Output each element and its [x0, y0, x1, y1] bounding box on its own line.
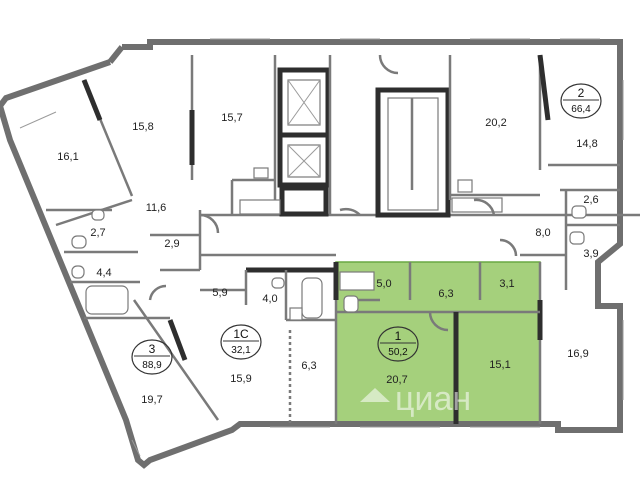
room-area-15-9: 15,9	[230, 373, 251, 385]
watermark: циан	[360, 380, 471, 418]
room-area-16-1: 16,1	[57, 151, 78, 163]
room-area-6-3-apt1: 6,3	[438, 288, 453, 300]
room-area-5-9: 5,9	[212, 287, 227, 299]
room-area-2-7: 2,7	[90, 227, 105, 239]
room-area-16-9: 16,9	[567, 348, 588, 360]
room-area-8-0: 8,0	[535, 227, 550, 239]
apartment-number-3: 3	[149, 342, 156, 356]
apartment-number-2: 2	[578, 86, 585, 100]
apartment-number-1: 1	[395, 329, 402, 343]
room-area-20-2: 20,2	[485, 117, 506, 129]
outer-walls	[0, 39, 623, 469]
room-area-2-6: 2,6	[583, 194, 598, 206]
room-labels: 16,1 15,8 15,7 20,2 14,8 11,6 2,7 4,4 2,…	[57, 112, 598, 406]
room-area-11-6: 11,6	[146, 202, 167, 214]
apartment-number-1c: 1С	[233, 327, 249, 341]
room-area-4-0: 4,0	[262, 293, 277, 305]
fixtures	[71, 167, 587, 321]
room-area-15-1: 15,1	[489, 359, 510, 371]
apartment-area-2: 66,4	[571, 104, 591, 115]
watermark-brand: циан	[395, 380, 471, 418]
apartment-area-1: 50,2	[388, 347, 408, 358]
room-area-6-3-corridor: 6,3	[301, 360, 316, 372]
apartment-marker-1c[interactable]: 1С 32,1	[220, 324, 262, 360]
internal-walls	[46, 54, 640, 424]
windows	[19, 38, 624, 457]
room-area-19-7: 19,7	[141, 394, 162, 406]
watermark-house-icon	[360, 388, 390, 402]
apartment-marker-1[interactable]: 1 50,2	[377, 326, 419, 362]
apartment-marker-3[interactable]: 3 88,9	[131, 339, 173, 375]
room-area-3-1: 3,1	[499, 278, 514, 290]
room-area-4-4: 4,4	[96, 267, 111, 279]
room-area-20-7: 20,7	[386, 374, 407, 386]
room-area-15-8: 15,8	[132, 121, 153, 133]
room-area-2-9: 2,9	[164, 238, 179, 250]
room-area-3-9: 3,9	[583, 248, 598, 260]
apartment-marker-2[interactable]: 2 66,4	[560, 83, 602, 119]
room-area-14-8: 14,8	[576, 138, 597, 150]
doors	[148, 54, 518, 332]
apartment-area-3: 88,9	[142, 360, 162, 371]
room-area-5-0: 5,0	[376, 278, 391, 290]
apartment-area-1c: 32,1	[231, 345, 251, 356]
room-area-15-7: 15,7	[221, 112, 242, 124]
